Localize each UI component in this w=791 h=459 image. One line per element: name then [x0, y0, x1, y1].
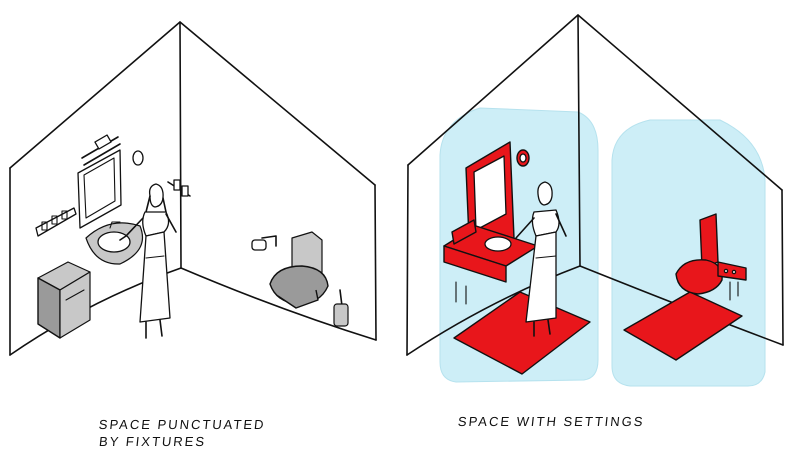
toilet-brush-icon [334, 290, 348, 326]
caption-left-line1: SPACE PUNCTUATED [98, 416, 266, 433]
round-light-icon [133, 151, 143, 165]
paper-holder-icon [252, 236, 276, 250]
caption-right: SPACE WITH SETTINGS [457, 413, 645, 430]
left-sketch [10, 22, 376, 355]
right-sketch [407, 15, 783, 386]
mirror-icon [78, 150, 121, 228]
towel-hooks-icon [168, 180, 190, 196]
toilet-icon [270, 232, 328, 308]
shelf-icon [36, 208, 76, 236]
cabinet-icon [38, 262, 90, 338]
person-icon [120, 184, 176, 338]
round-light-inner [520, 154, 526, 162]
caption-left-line2: BY FIXTURES [96, 433, 264, 450]
